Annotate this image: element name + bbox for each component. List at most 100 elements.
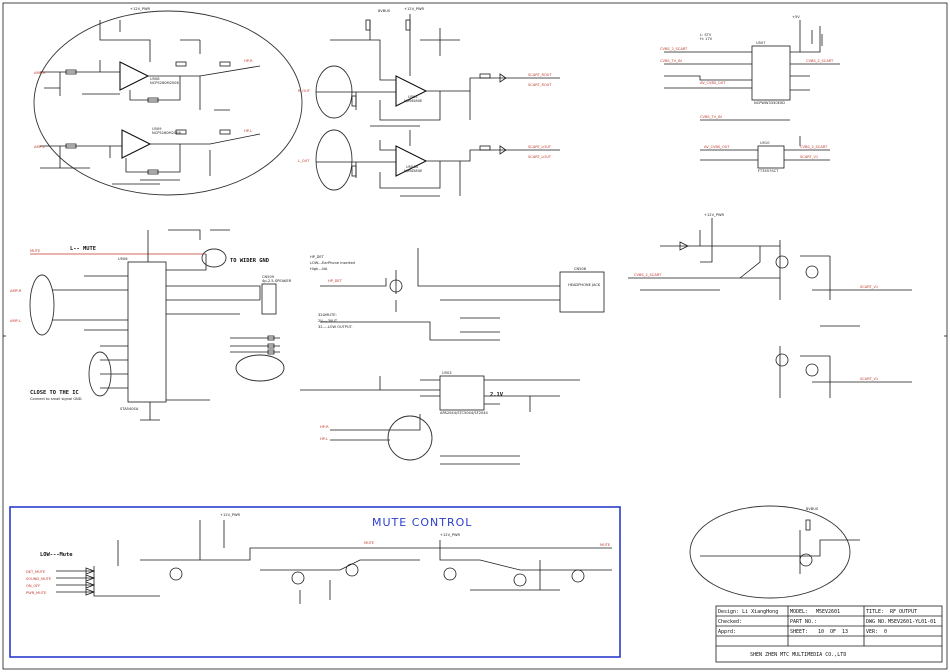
u506-part-label: STA540SA xyxy=(120,407,139,411)
cn509-speaker-conn: CN509 4p-2.5-SPEAKER xyxy=(261,275,292,315)
hp-l-label: HP-L xyxy=(244,129,252,133)
scart-v-label: SCART_V1 xyxy=(860,285,878,289)
amp-r-label: AMP-R xyxy=(10,289,22,293)
pwr-12v-label: +12V_PWR xyxy=(130,7,151,11)
vcc-5v-label: +5V xyxy=(792,15,800,19)
sel-1-label: 32ΩMUTE: xyxy=(318,313,337,317)
0-label: DET_MUTE xyxy=(26,570,46,574)
mute-label: MUTE xyxy=(364,541,375,545)
scart-v-label: SCART_V1 xyxy=(860,377,878,381)
2-label: ON_OFF xyxy=(26,584,40,588)
1-label: SOUND_MUTE xyxy=(26,577,52,581)
pwr-8v-label: 8VBUS xyxy=(378,9,391,13)
model-value-label: M5EV2601 xyxy=(816,609,840,615)
pwr-12v-label: +12V_PWR xyxy=(220,513,241,517)
input-coupling-ellipse xyxy=(29,274,55,336)
low-mute-label: LOW---Mute xyxy=(40,552,73,558)
apprd-label-label: Apprd: xyxy=(718,629,736,635)
mute-label: MUTE xyxy=(600,543,611,547)
jack-part-label: HEADPHONE JACK xyxy=(568,283,601,287)
sheet-value-label: 10 xyxy=(818,629,824,635)
l-out-label: L_OUT xyxy=(298,159,310,163)
hp-r-label: HP-R xyxy=(244,59,253,63)
standby-circuit xyxy=(700,519,860,574)
u510-ref-label: U510 xyxy=(760,141,770,145)
hp-det-label: HP_DET xyxy=(328,279,343,283)
connector-ellipse xyxy=(235,354,285,382)
opamp-group-ellipse xyxy=(33,10,303,196)
close-ic-1-label: CLOSE TO THE IC xyxy=(30,390,79,396)
cvbs-tv-label: CVBS_TV_IN xyxy=(700,115,722,119)
amp-r-label: AMP-R xyxy=(34,71,46,75)
design-label-label: Design: Li XiangHong xyxy=(718,609,778,615)
wider-gnd-ellipse xyxy=(201,248,227,268)
mute-label: MUTE xyxy=(30,249,41,253)
hp-l-label: HP-L xyxy=(320,437,328,441)
u508-part-label: NCP5260M2006 xyxy=(150,81,179,85)
sel-3-label: 32----LOW OUTPUT. xyxy=(318,325,353,329)
checked-label-label: Checked: xyxy=(718,619,742,625)
scart-v-label: SCART_V1 xyxy=(800,155,818,159)
amp-input-ellipse xyxy=(387,415,433,461)
ver-value-label: 0 xyxy=(884,629,887,635)
u503-amp-chip: U503 APA2044/STC5044/SF2044 xyxy=(439,371,489,415)
gnd-pin-ellipse xyxy=(88,351,112,397)
pwr-note-1-label: L: STV xyxy=(700,33,712,37)
3-label: PWR_MUTE xyxy=(26,591,47,595)
u504-part-label: NJM4580E xyxy=(404,169,423,173)
cvbs-tv-label: CVBS_TV_IN xyxy=(660,59,682,63)
scart-lout-label: SCART_LOUT xyxy=(528,145,552,149)
hp-det-1-label: HP_DET xyxy=(310,255,325,259)
u506-ref-label: U506 xyxy=(118,257,128,261)
scart-rout-label: SCART_ROUT xyxy=(528,83,552,87)
av-out-label: AV_CVBS_OUT xyxy=(704,145,730,149)
u504-ref-label: U504A xyxy=(406,165,418,169)
scart-rout-label: SCART_ROUT xyxy=(528,73,552,77)
u509-ref-label: U509 xyxy=(152,127,162,131)
l-mute-label: L-- MUTE xyxy=(70,246,96,252)
v21-label: 2.1V xyxy=(490,392,504,398)
u505-opamp: U505 NJM4580E xyxy=(395,75,428,107)
opamp-resistors xyxy=(65,61,231,175)
u505-part-label: NJM4580E xyxy=(404,99,423,103)
pwr-note-2-label: H: 17V xyxy=(700,37,713,41)
jack-ref-label: CN508 xyxy=(574,267,587,271)
company-name: SHEN ZHEN MTC MULTIMEDIA CO.,LTD xyxy=(750,652,846,658)
u503-ref-label: U503 xyxy=(442,371,452,375)
sel-2-label: 2V----30UT xyxy=(318,319,338,323)
u509-part-label: NCP5260M2006 xyxy=(152,131,181,135)
scart-lout-label: SCART_LOUT xyxy=(528,155,552,159)
u509-opamp: U509 NCP5260M2006 xyxy=(121,127,181,159)
mute-control-box xyxy=(9,506,621,658)
spk-part-label: 4p-2.5-SPEAKER xyxy=(262,279,292,283)
pwr-12v-label: +12V_PWR xyxy=(704,213,725,217)
part-label-label: PART NO.: xyxy=(790,619,817,625)
dwg-label-label: DWG NO. xyxy=(866,619,887,625)
video-buffer-circuit xyxy=(628,218,912,398)
u510-chip: U510 FT3557SCT xyxy=(757,141,785,173)
title-block: Design: Li XiangHong MODEL: M5EV2601 TIT… xyxy=(715,605,943,663)
u505-ref-label: U505 xyxy=(408,95,418,99)
title-value-label: RF OUTPUT xyxy=(890,609,917,615)
of-value-label: 13 xyxy=(842,629,848,635)
title-label-label: TITLE: xyxy=(866,609,884,615)
u503-part-label: APA2044/STC5044/SF2044 xyxy=(440,411,489,415)
mute-inputs: DET_MUTE SOUND_MUTE ON_OFF PWR_MUTE xyxy=(26,570,52,595)
cvbs-scart-label: CVBS_2_SCART xyxy=(800,145,828,149)
u506-amp-chip: U506 STA540SA xyxy=(118,257,167,411)
of-label-label: OF xyxy=(830,629,836,635)
pwr-12v-label: +12V_PWR xyxy=(404,7,425,11)
cvbs-scart-label: CVBS_2_SCART xyxy=(660,47,688,51)
av-out-label: AV_CVBS_OUT xyxy=(700,81,726,85)
dwg-value-label: M5EV2601-YL01-01 xyxy=(888,619,936,625)
close-ic-2-label: Connect to small signal GND xyxy=(30,397,82,401)
standby-ellipse xyxy=(689,505,851,599)
u507-ref-label: U507 xyxy=(756,41,766,45)
ver-label-label: VER: xyxy=(866,629,878,635)
amp-l-label: AMP-L xyxy=(10,319,21,323)
r-out-label: R_OUT xyxy=(298,89,311,93)
sheet-label-label: SHEET: xyxy=(790,629,808,635)
spk-ref-label: CN509 xyxy=(262,275,275,279)
lout-ellipse xyxy=(315,129,353,191)
